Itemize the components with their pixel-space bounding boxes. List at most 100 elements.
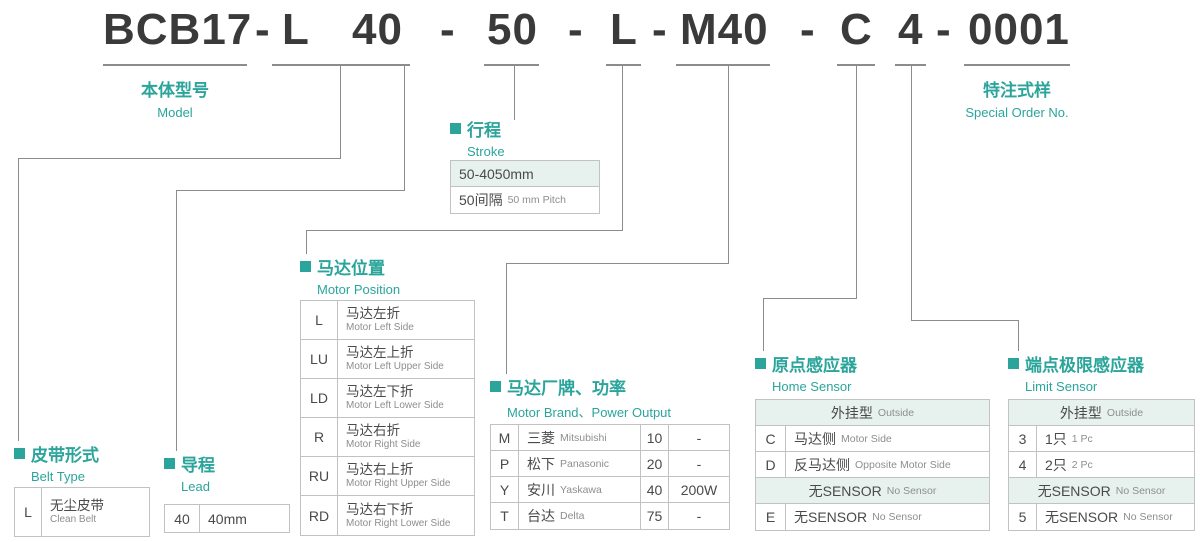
model-code-limit-sensor: 4 <box>898 5 924 54</box>
bullet-square-icon <box>14 448 25 459</box>
group-header-row: 外挂型 Outside <box>756 400 989 426</box>
group-header-row: 无SENSOR No Sensor <box>756 478 989 504</box>
table-row: 50间隔 50 mm Pitch <box>451 187 599 213</box>
model-code-belt-type: L <box>282 5 310 54</box>
connector-line <box>176 190 405 191</box>
code-cell: LD <box>301 379 338 417</box>
table-row: 40 40mm <box>165 505 289 532</box>
group-header-row: 无SENSOR No Sensor <box>1009 478 1194 504</box>
connector-line <box>728 66 729 263</box>
code-cell: L <box>301 301 338 339</box>
motor-brand-title-en: Motor Brand、Power Output <box>507 405 672 420</box>
underline-series <box>103 64 247 66</box>
code-cell: RU <box>301 457 338 495</box>
power-cell: - <box>696 455 702 472</box>
code-cell: D <box>756 452 786 477</box>
power-cell: 200W <box>680 481 718 498</box>
stroke-pitch-cell: 50间隔 50 mm Pitch <box>459 192 566 208</box>
section-limit-sensor-header: 端点极限感应器 Limit Sensor <box>1008 351 1144 394</box>
connector-line <box>622 66 623 230</box>
model-code-lead: 40 <box>352 5 403 54</box>
code-cell: C <box>756 426 786 451</box>
home-sensor-title-cn: 原点感应器 <box>772 356 857 375</box>
lead-title-en: Lead <box>181 479 210 494</box>
dash: - <box>936 5 952 54</box>
stroke-range-cell: 50-4050mm <box>459 165 534 182</box>
section-stroke-header: 行程 Stroke <box>450 116 505 159</box>
section-model-label: 本体型号 Model <box>95 76 255 120</box>
model-label-cn: 本体型号 <box>141 81 209 100</box>
section-home-sensor-header: 原点感应器 Home Sensor <box>755 351 857 394</box>
underline-motor-position <box>606 64 641 66</box>
connector-line <box>176 190 177 451</box>
model-code-special: 0001 <box>968 5 1070 54</box>
bullet-square-icon <box>300 261 311 272</box>
code-cell: L <box>15 488 42 536</box>
connector-line <box>404 66 405 190</box>
dash: - <box>652 5 668 54</box>
special-label-en: Special Order No. <box>965 105 1069 120</box>
section-special-label: 特注式样 Special Order No. <box>927 76 1107 120</box>
connector-line <box>911 66 912 320</box>
code-cell: P <box>491 451 519 476</box>
model-label-en: Model <box>157 105 193 120</box>
bullet-square-icon <box>490 381 501 392</box>
code-cell: RD <box>301 496 338 535</box>
bullet-square-icon <box>450 123 461 134</box>
bullet-square-icon <box>755 358 766 369</box>
connector-line <box>306 230 623 231</box>
connector-line <box>506 263 729 264</box>
power-code-cell: 75 <box>641 503 669 529</box>
connector-line <box>763 298 857 299</box>
motor-brand-title-cn: 马达厂牌、功率 <box>507 379 626 398</box>
power-code-cell: 40 <box>641 477 669 502</box>
model-code-stroke: 50 <box>487 5 538 54</box>
connector-line <box>506 263 507 374</box>
group-header-row: 外挂型 Outside <box>1009 400 1194 426</box>
bullet-square-icon <box>1008 358 1019 369</box>
model-code-motor-position: L <box>610 5 638 54</box>
underline-special <box>964 64 1070 66</box>
underline-belt-lead <box>272 64 410 66</box>
connector-line <box>763 298 764 351</box>
connector-line <box>340 66 341 158</box>
limit-sensor-title-en: Limit Sensor <box>1025 379 1098 394</box>
underline-home-sensor <box>837 64 875 66</box>
home-sensor-title-en: Home Sensor <box>772 379 852 394</box>
code-cell: 4 <box>1009 452 1037 477</box>
section-belt-type-header: 皮带形式 Belt Type <box>14 441 99 484</box>
underline-stroke <box>484 64 539 66</box>
limit-sensor-title-cn: 端点极限感应器 <box>1025 356 1144 375</box>
belt-type-title-cn: 皮带形式 <box>31 446 99 465</box>
power-code-cell: 10 <box>641 425 669 450</box>
model-code-series: BCB17 <box>103 5 253 54</box>
connector-line <box>514 66 515 120</box>
dash: - <box>440 5 456 54</box>
